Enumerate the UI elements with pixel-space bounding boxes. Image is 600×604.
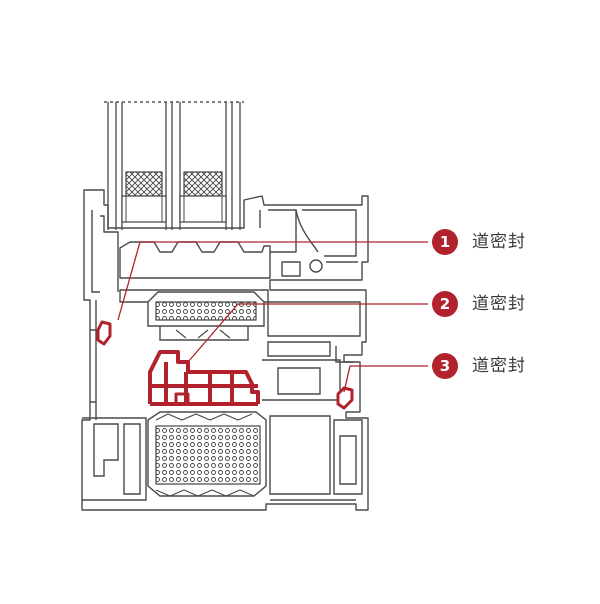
leader-lines xyxy=(117,241,428,393)
callout-2-label: 道密封 xyxy=(472,294,526,314)
callout-1-label: 道密封 xyxy=(472,232,526,252)
leader-line-1 xyxy=(117,241,428,321)
middle-insulation-chamber xyxy=(147,291,265,341)
callout-2-badge: 2 xyxy=(432,291,458,317)
steel-reinforcement-highlight xyxy=(148,350,260,406)
gasket-left xyxy=(96,320,112,346)
lower-insulation-chamber xyxy=(147,411,267,497)
gasket-right xyxy=(336,386,354,410)
leader-line-3 xyxy=(343,365,428,393)
callout-3-label: 道密封 xyxy=(472,356,526,376)
callout-3-badge: 3 xyxy=(432,353,458,379)
leader-line-2 xyxy=(187,303,428,363)
gaskets xyxy=(96,320,354,410)
frame-lower-right xyxy=(269,415,363,501)
glass-spacers xyxy=(121,171,227,223)
callout-1-badge: 1 xyxy=(432,229,458,255)
frame-right-chambers xyxy=(262,301,361,401)
frame-outline xyxy=(81,189,369,511)
frame-lower-left xyxy=(82,417,147,501)
glass-panes xyxy=(104,101,244,230)
